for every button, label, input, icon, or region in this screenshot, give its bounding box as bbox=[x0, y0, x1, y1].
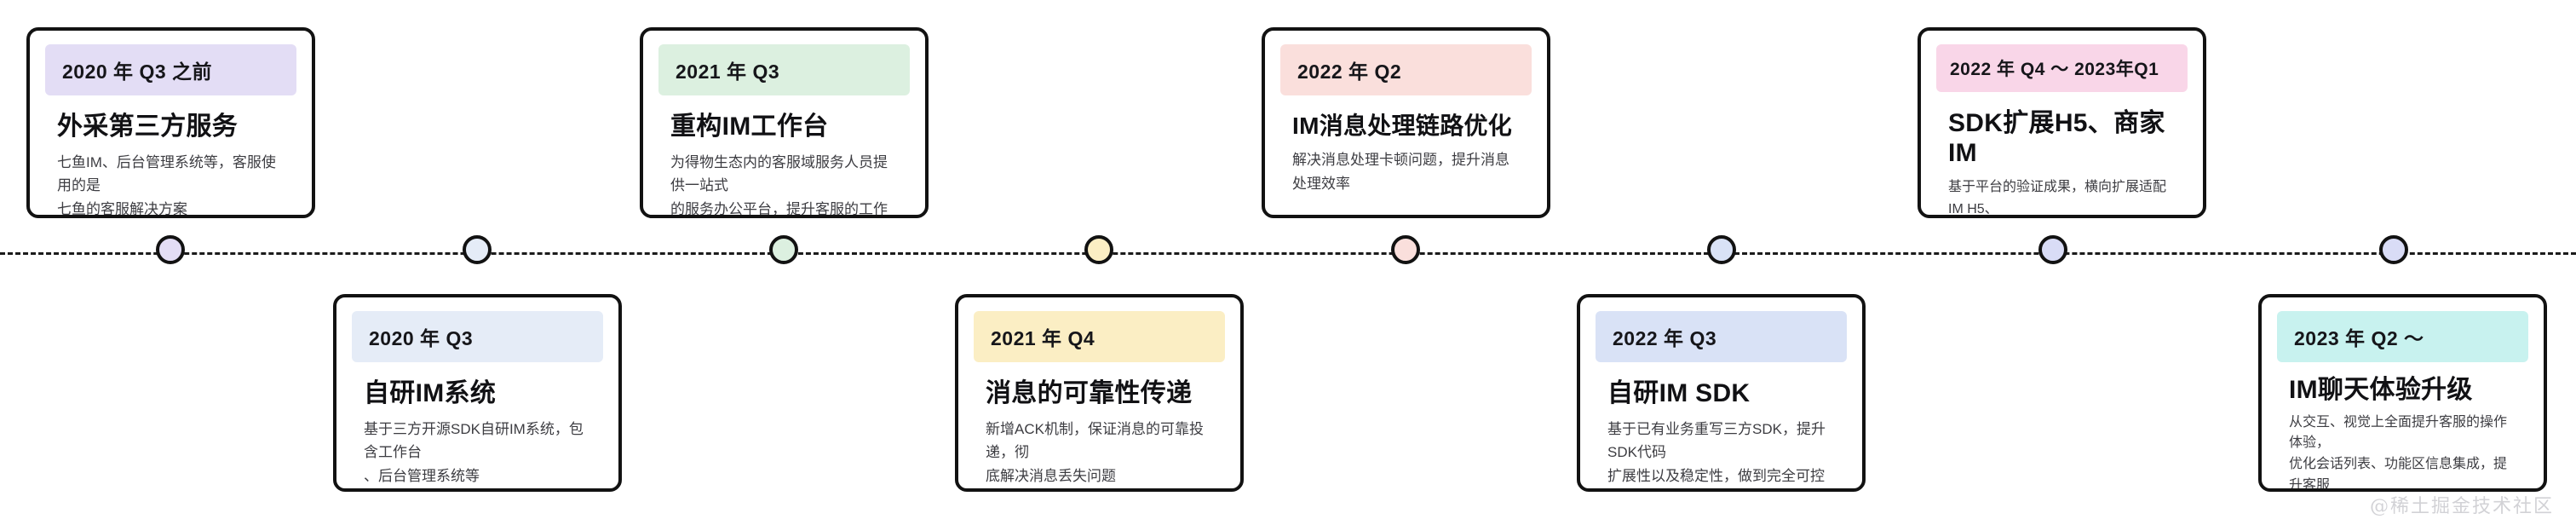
timeline-node-dot-7[interactable] bbox=[2038, 235, 2067, 264]
card-title: 消息的可靠性传递 bbox=[986, 379, 1193, 407]
timeline-node-dot-6[interactable] bbox=[1707, 235, 1736, 264]
card-period-badge: 2023 年 Q2 ～ bbox=[2277, 311, 2528, 362]
timeline-card-3[interactable]: 2021 年 Q3 重构IM工作台 为得物生态内的客服域服务人员提供一站式 的服… bbox=[640, 27, 929, 218]
card-content: 2020 年 Q3 之前 外采第三方服务 七鱼IM、后台管理系统等，客服使用的是… bbox=[30, 31, 312, 215]
card-content: 2022 年 Q4 ～ 2023年Q1 SDK扩展H5、商家IM 基于平台的验证… bbox=[1921, 31, 2203, 215]
card-title: 自研IM系统 bbox=[364, 379, 497, 407]
card-description: 基于三方开源SDK自研IM系统，包含工作台 、后台管理系统等 bbox=[364, 420, 584, 484]
timeline-node-dot-5[interactable] bbox=[1391, 235, 1420, 264]
card-title: 外采第三方服务 bbox=[57, 112, 239, 141]
timeline-node-dot-2[interactable] bbox=[463, 235, 492, 264]
card-period-badge: 2022 年 Q2 bbox=[1280, 44, 1532, 95]
card-title: 重构IM工作台 bbox=[670, 112, 829, 141]
card-description: 基于已有业务重写三方SDK，提升SDK代码 扩展性以及稳定性，做到完全可控 bbox=[1607, 420, 1826, 484]
card-content: 2021 年 Q4 消息的可靠性传递 新增ACK机制，保证消息的可靠投递，彻 底… bbox=[958, 297, 1240, 488]
timeline-axis bbox=[0, 252, 2576, 255]
card-period-badge: 2022 年 Q4 ～ 2023年Q1 bbox=[1936, 44, 2188, 92]
card-content: 2022 年 Q2 IM消息处理链路优化 解决消息处理卡顿问题，提升消息处理效率 bbox=[1265, 31, 1547, 215]
timeline-node-dot-4[interactable] bbox=[1084, 235, 1113, 264]
timeline-node-dot-8[interactable] bbox=[2379, 235, 2408, 264]
timeline-card-7[interactable]: 2022 年 Q4 ～ 2023年Q1 SDK扩展H5、商家IM 基于平台的验证… bbox=[1918, 27, 2206, 218]
timeline-card-1[interactable]: 2020 年 Q3 之前 外采第三方服务 七鱼IM、后台管理系统等，客服使用的是… bbox=[26, 27, 315, 218]
card-period-badge: 2021 年 Q4 bbox=[974, 311, 1225, 362]
card-title: IM聊天体验升级 bbox=[2289, 376, 2473, 404]
card-description: 解决消息处理卡顿问题，提升消息处理效率 bbox=[1292, 152, 1509, 192]
card-content: 2021 年 Q3 重构IM工作台 为得物生态内的客服域服务人员提供一站式 的服… bbox=[643, 31, 925, 215]
timeline-node-dot-3[interactable] bbox=[769, 235, 798, 264]
card-description: 基于平台的验证成果，横向扩展适配IM H5、 商家IM，一套SDK代码做到三端适… bbox=[1948, 180, 2167, 216]
card-period-badge: 2021 年 Q3 bbox=[658, 44, 910, 95]
card-period-badge: 2020 年 Q3 bbox=[352, 311, 603, 362]
card-description: 新增ACK机制，保证消息的可靠投递，彻 底解决消息丢失问题 bbox=[986, 420, 1204, 484]
timeline-card-6[interactable]: 2022 年 Q3 自研IM SDK 基于已有业务重写三方SDK，提升SDK代码… bbox=[1577, 294, 1866, 492]
card-description: 为得物生态内的客服域服务人员提供一站式 的服务办公平台，提升客服的工作体验 bbox=[670, 153, 888, 217]
card-description: 七鱼IM、后台管理系统等，客服使用的是 七鱼的客服解决方案 bbox=[57, 153, 276, 217]
card-content: 2023 年 Q2 ～ IM聊天体验升级 从交互、视觉上全面提升客服的操作体验，… bbox=[2262, 297, 2544, 488]
timeline-card-4[interactable]: 2021 年 Q4 消息的可靠性传递 新增ACK机制，保证消息的可靠投递，彻 底… bbox=[955, 294, 1244, 492]
card-period-badge: 2022 年 Q3 bbox=[1596, 311, 1847, 362]
card-period-badge: 2020 年 Q3 之前 bbox=[45, 44, 296, 95]
card-title: SDK扩展H5、商家IM bbox=[1948, 109, 2165, 167]
watermark-text: @稀土掘金技术社区 bbox=[2369, 496, 2554, 517]
timeline-card-8[interactable]: 2023 年 Q2 ～ IM聊天体验升级 从交互、视觉上全面提升客服的操作体验，… bbox=[2258, 294, 2547, 492]
card-description: 从交互、视觉上全面提升客服的操作体验， 优化会话列表、功能区信息集成，提升客服 … bbox=[2289, 414, 2508, 492]
timeline-node-dot-1[interactable] bbox=[156, 235, 185, 264]
card-title: 自研IM SDK bbox=[1607, 379, 1751, 407]
timeline-card-5[interactable]: 2022 年 Q2 IM消息处理链路优化 解决消息处理卡顿问题，提升消息处理效率 bbox=[1262, 27, 1550, 218]
card-content: 2020 年 Q3 自研IM系统 基于三方开源SDK自研IM系统，包含工作台 、… bbox=[336, 297, 618, 488]
card-content: 2022 年 Q3 自研IM SDK 基于已有业务重写三方SDK，提升SDK代码… bbox=[1580, 297, 1862, 488]
card-title: IM消息处理链路优化 bbox=[1292, 112, 1513, 139]
timeline-card-2[interactable]: 2020 年 Q3 自研IM系统 基于三方开源SDK自研IM系统，包含工作台 、… bbox=[333, 294, 622, 492]
